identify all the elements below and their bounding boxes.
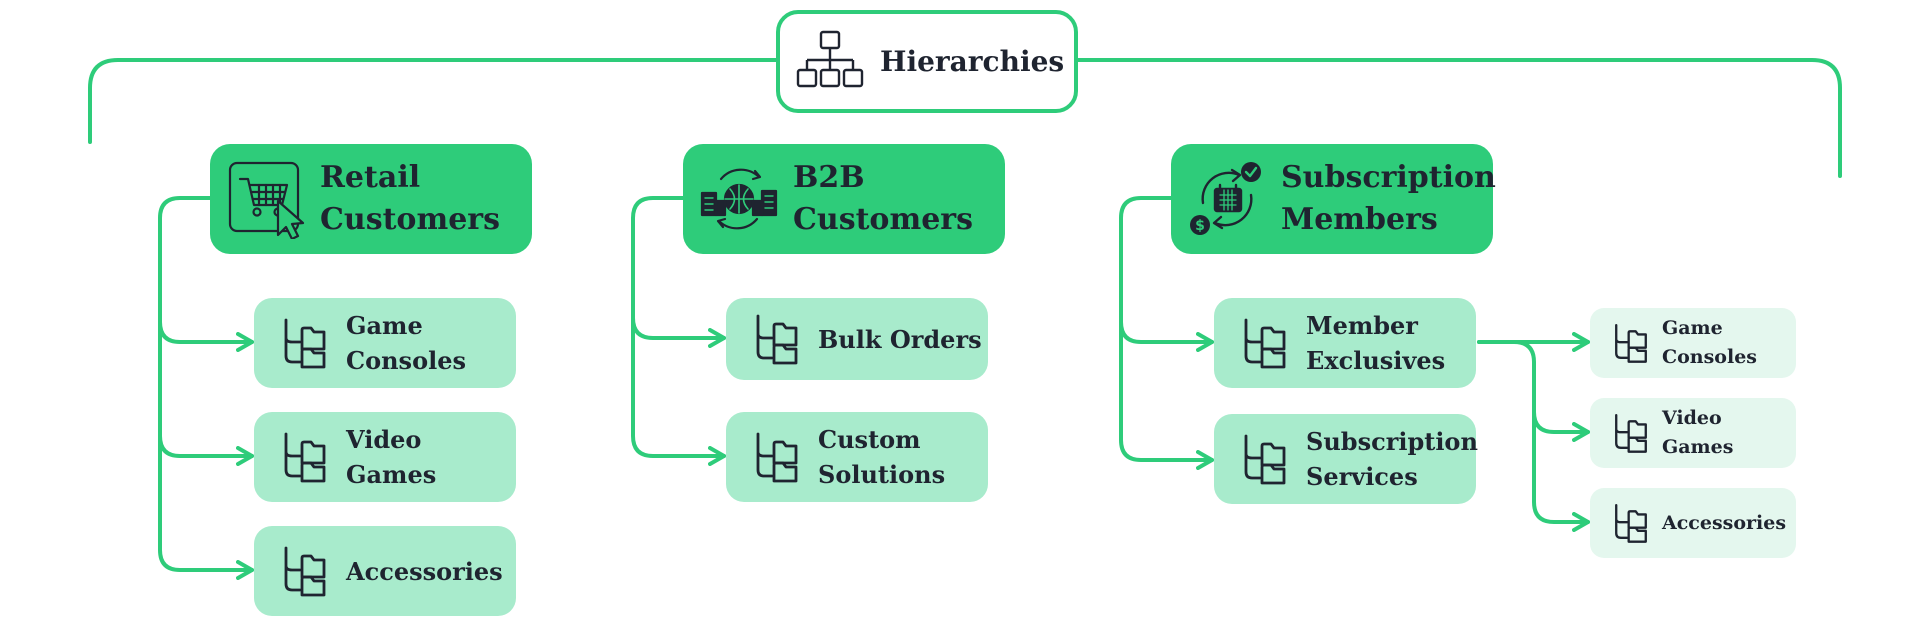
connector-line bbox=[158, 196, 254, 352]
node-label-line1: Bulk Orders bbox=[818, 324, 982, 354]
category-title-line2: Customers bbox=[320, 202, 500, 237]
connector-line bbox=[1532, 410, 1590, 532]
folder-tree-icon bbox=[278, 430, 332, 484]
root-title: Hierarchies bbox=[880, 45, 1065, 78]
category-title-line1: Subscription bbox=[1281, 160, 1496, 195]
connector-line bbox=[631, 196, 726, 348]
leaf-label-line1: Accessories bbox=[1662, 511, 1787, 534]
node-member-exclusives: Member Exclusives bbox=[1214, 298, 1476, 388]
node-label-line1: Custom bbox=[818, 425, 921, 454]
leaf-label-line1: Video Games bbox=[1662, 407, 1734, 458]
category-title-line1: Retail bbox=[320, 160, 421, 195]
node-label-line1: Subscription bbox=[1306, 427, 1478, 456]
hierarchies-root-node: Hierarchies bbox=[776, 10, 1078, 113]
root-bracket-line bbox=[88, 58, 778, 144]
node-label-line2: Consoles bbox=[346, 346, 466, 375]
category-title-line1: B2B bbox=[793, 160, 865, 195]
folder-tree-icon bbox=[1610, 412, 1652, 454]
leaf-accessories: Accessories bbox=[1590, 488, 1796, 558]
node-label-line1: Video Games bbox=[346, 425, 437, 489]
root-bracket-line bbox=[1076, 58, 1842, 178]
connector-line bbox=[1119, 196, 1214, 352]
category-subscription-members: $ Subscription Members bbox=[1171, 144, 1496, 254]
folder-tree-icon bbox=[750, 430, 804, 484]
folder-tree-icon bbox=[278, 544, 332, 598]
leaf-game-consoles: Game Consoles bbox=[1590, 308, 1796, 378]
connector-line bbox=[1477, 340, 1590, 442]
folder-tree-icon bbox=[278, 316, 332, 370]
folder-tree-icon bbox=[1238, 316, 1292, 370]
node-label-line1: Member bbox=[1306, 311, 1418, 340]
leaf-video-games: Video Games bbox=[1590, 398, 1796, 468]
subscription-cycle-icon: $ bbox=[1187, 159, 1267, 239]
node-label-line2: Services bbox=[1306, 462, 1418, 491]
node-label-line1: Accessories bbox=[346, 556, 503, 586]
node-label-line2: Exclusives bbox=[1306, 346, 1446, 375]
category-title-line2: Customers bbox=[793, 202, 973, 237]
connector-line bbox=[158, 434, 254, 580]
node-game-consoles: Game Consoles bbox=[254, 298, 516, 388]
node-label-line2: Solutions bbox=[818, 460, 946, 489]
node-label-line1: Game bbox=[346, 311, 423, 340]
category-title-line2: Members bbox=[1281, 202, 1438, 237]
category-b2b-customers: B2B Customers bbox=[683, 144, 1005, 254]
node-bulk-orders: Bulk Orders bbox=[726, 298, 988, 380]
org-chart-icon bbox=[790, 22, 870, 102]
folder-tree-icon bbox=[750, 312, 804, 366]
folder-tree-icon bbox=[1610, 322, 1652, 364]
folder-tree-icon bbox=[1238, 432, 1292, 486]
leaf-label-line2: Consoles bbox=[1662, 346, 1757, 368]
folder-tree-icon bbox=[1610, 502, 1652, 544]
svg-text:$: $ bbox=[1195, 218, 1205, 234]
global-buildings-icon bbox=[699, 159, 779, 239]
connector-line bbox=[1119, 320, 1214, 470]
category-retail-customers: Retail Customers bbox=[210, 144, 532, 254]
node-accessories: Accessories bbox=[254, 526, 516, 616]
shopping-cart-cursor-icon bbox=[226, 159, 306, 239]
node-custom-solutions: Custom Solutions bbox=[726, 412, 988, 502]
leaf-label-line1: Game bbox=[1662, 317, 1723, 339]
connector-line bbox=[631, 316, 726, 466]
node-video-games: Video Games bbox=[254, 412, 516, 502]
node-subscription-services: Subscription Services bbox=[1214, 414, 1478, 504]
